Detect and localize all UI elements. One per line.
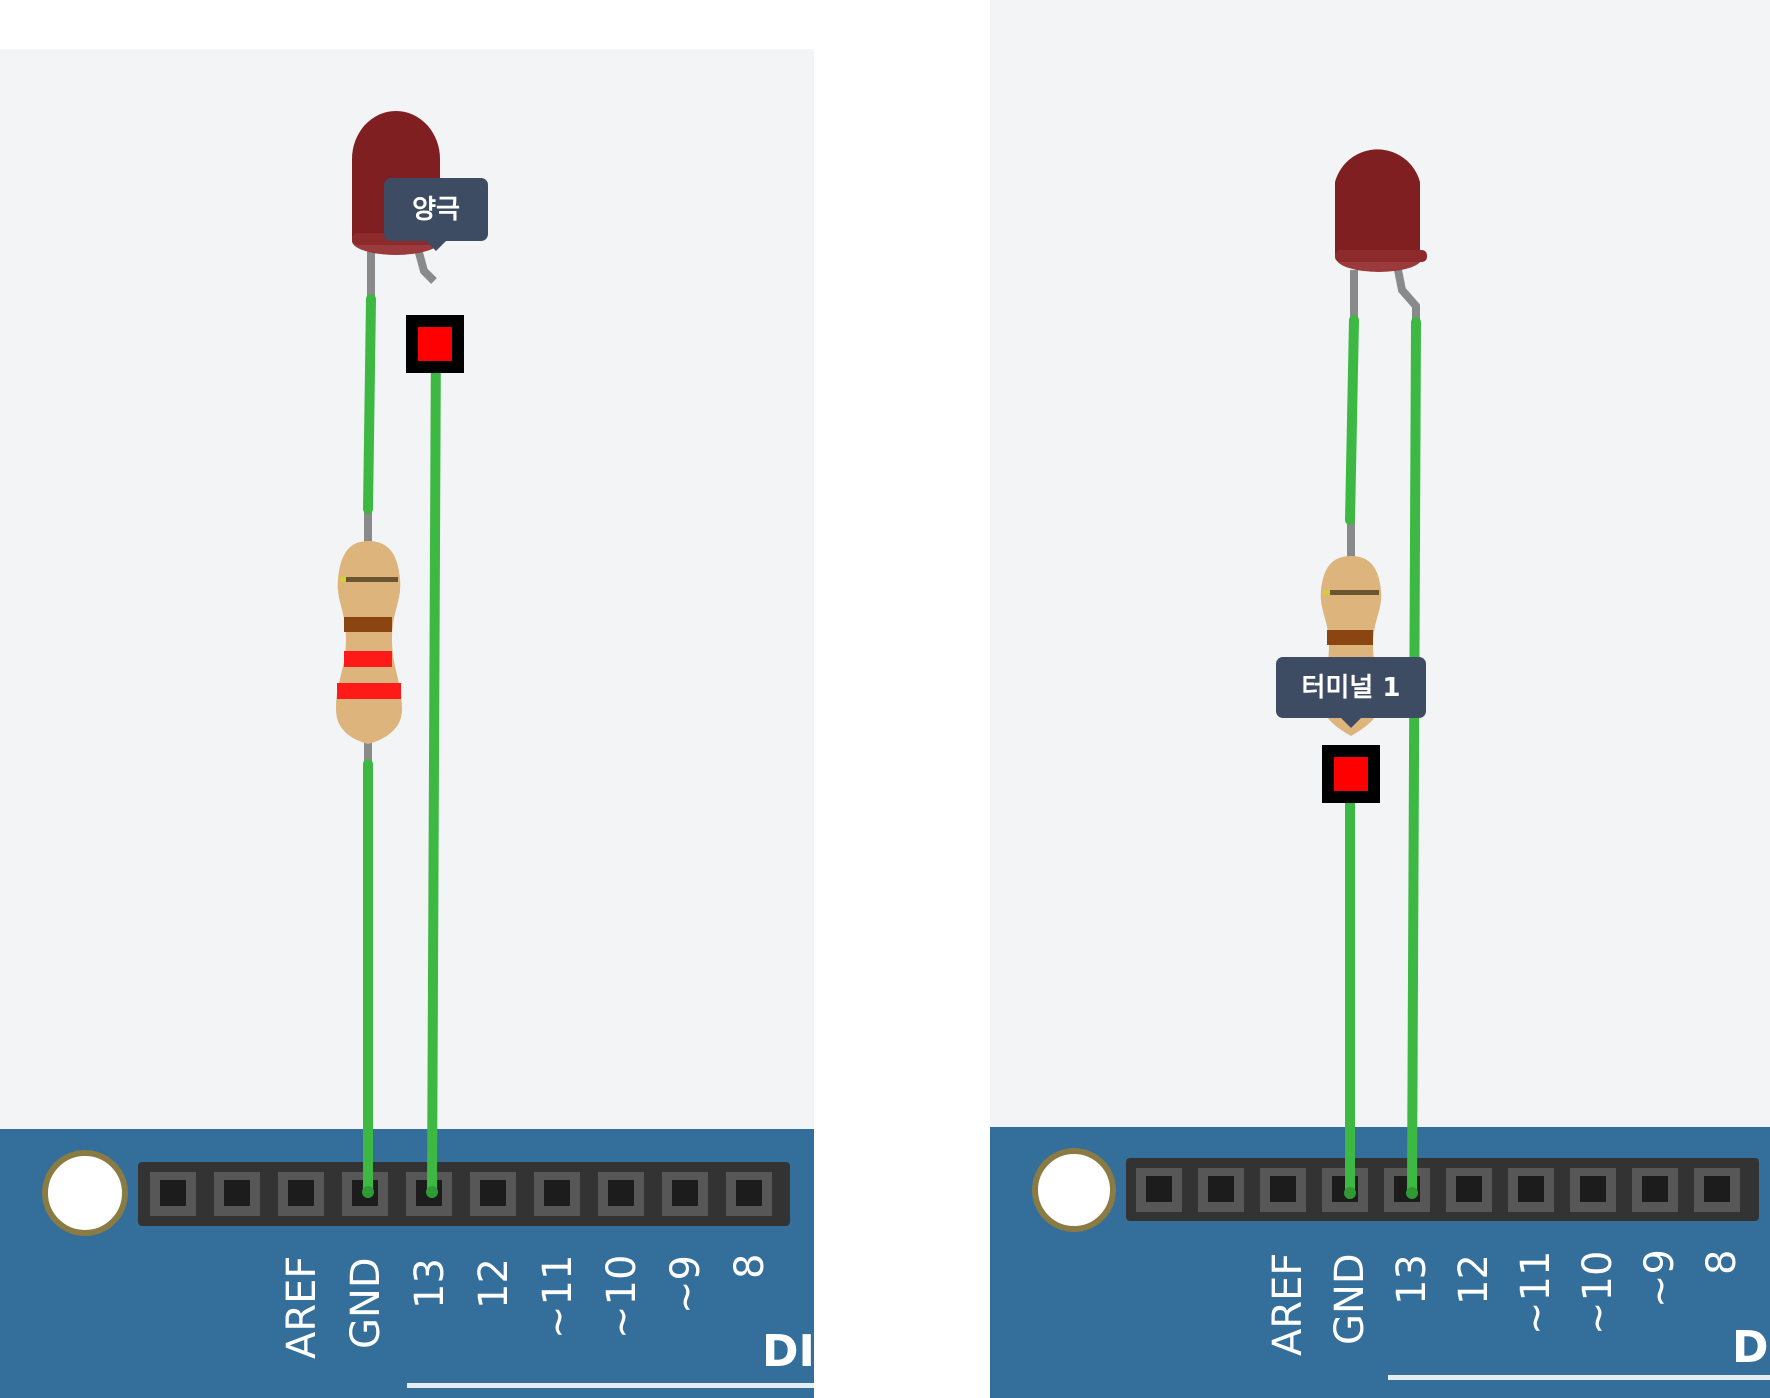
pin-label-13: 13: [1389, 1254, 1435, 1305]
pin-label-13: 13: [407, 1258, 453, 1309]
pin-label-gnd: GND: [1327, 1253, 1373, 1345]
wire-endpoint: [362, 1186, 374, 1198]
mounting-hole: [42, 1150, 128, 1236]
pin-label-9: ~9: [1637, 1249, 1683, 1308]
wire-pin13-to-anode[interactable]: [427, 324, 441, 1197]
digital-section-label: DI: [762, 1326, 814, 1377]
pin-label-11: ~11: [535, 1254, 581, 1339]
pin-label-8: 8: [727, 1253, 773, 1279]
pin-label-gnd: GND: [343, 1257, 389, 1349]
board-rule: [1388, 1375, 1770, 1380]
wire-gnd-to-led[interactable]: [1345, 315, 1359, 525]
wire-pin13-to-anode[interactable]: [1407, 317, 1421, 1198]
pin-label-10: ~10: [1575, 1250, 1621, 1335]
wire-gnd-to-led[interactable]: [363, 294, 376, 514]
pin-label-12: 12: [1451, 1254, 1497, 1305]
led[interactable]: [1335, 149, 1427, 272]
pin-label-aref: AREF: [279, 1255, 325, 1359]
terminal-tooltip: 터미널 1: [1276, 657, 1426, 728]
circuit-drawing: [1032, 149, 1759, 1232]
pin-label-12: 12: [471, 1258, 517, 1309]
mounting-hole: [1032, 1148, 1116, 1232]
wire-endpoint: [1406, 1187, 1418, 1199]
terminal-highlight[interactable]: [1322, 745, 1380, 803]
pin-label-aref: AREF: [1265, 1252, 1311, 1356]
digital-section-label: D: [1732, 1322, 1769, 1373]
circuit-drawing: [42, 111, 790, 1236]
wire-endpoint: [1344, 1187, 1356, 1199]
header-sockets: [150, 1172, 772, 1216]
header-sockets: [1136, 1168, 1740, 1212]
led-anode-lead: [414, 247, 437, 284]
resistor[interactable]: [336, 541, 402, 744]
terminal-tooltip: 양극: [384, 178, 488, 251]
circuit-view-right[interactable]: 터미널 1 AREF GND 13 12 ~11 ~10 ~9 8 D: [990, 0, 1770, 1398]
board-rule: [407, 1383, 814, 1388]
pin-label-8: 8: [1699, 1249, 1745, 1275]
wire-endpoint: [426, 1186, 438, 1198]
pin-label-9: ~9: [663, 1255, 709, 1314]
terminal-highlight[interactable]: [406, 315, 464, 373]
led-anode-lead: [1394, 269, 1420, 322]
circuit-view-left[interactable]: 양극 AREF GND 13 12 ~11 ~10 ~9 8 DI: [0, 49, 814, 1398]
pin-label-11: ~11: [1513, 1250, 1559, 1335]
pin-label-10: ~10: [599, 1254, 645, 1339]
